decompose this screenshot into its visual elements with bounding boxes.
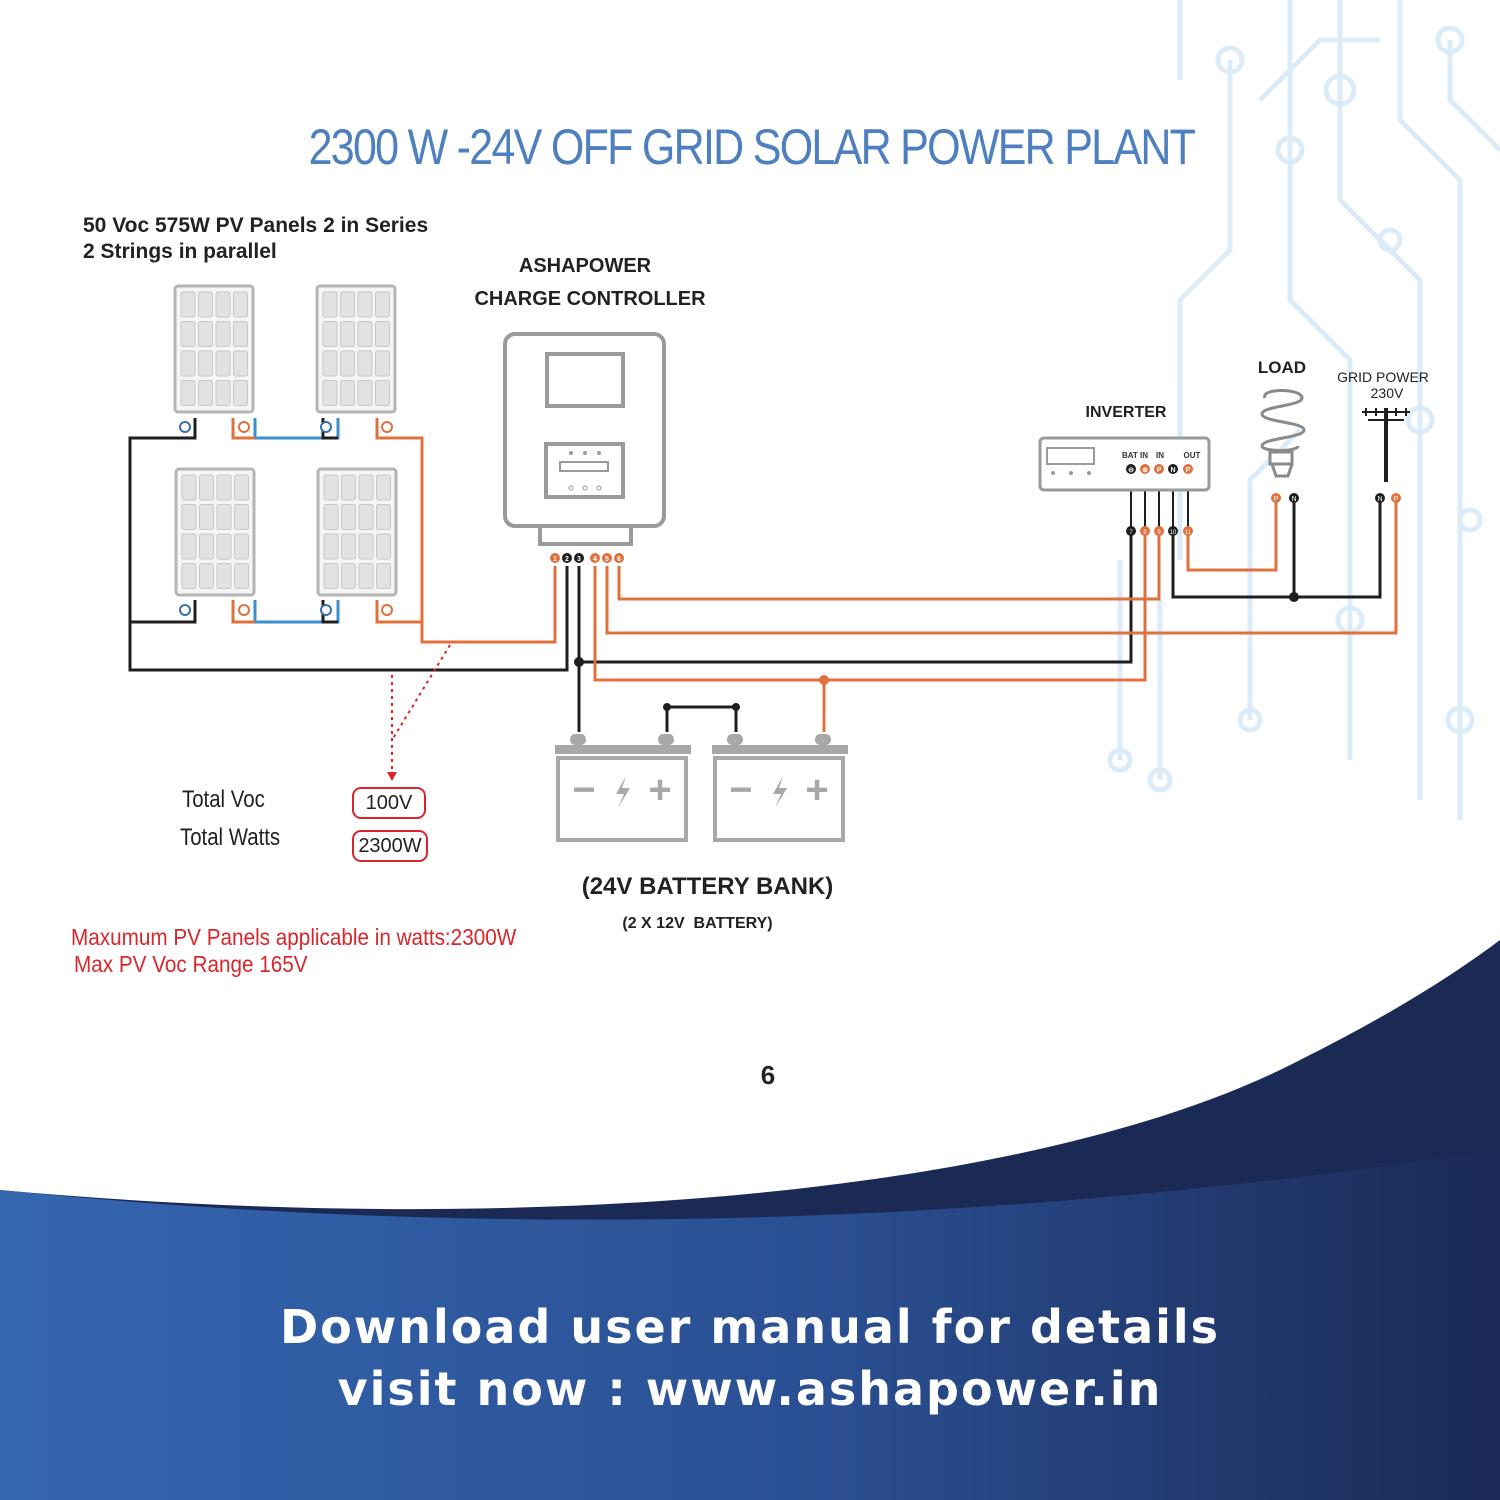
inverter-port-bat-in: BAT IN	[1122, 451, 1148, 460]
battery-icon: −+	[712, 734, 848, 842]
inverter-lower-terminal-label: 7	[1129, 530, 1133, 536]
solar-panel-icon	[173, 284, 255, 414]
inverter-terminal-dot	[1168, 464, 1178, 474]
controller-terminals: 1 2 3 4 5 6	[550, 553, 624, 563]
page-title: 2300 W -24V OFF GRID SOLAR POWER PLANT	[308, 119, 1196, 175]
controller-terminal-dot	[614, 553, 624, 563]
total-watts-label: Total Watts	[180, 824, 281, 851]
inverter-label: INVERTER	[1085, 404, 1167, 421]
inverter-port-in: IN	[1156, 451, 1164, 460]
battery-minus-symbol: −	[729, 768, 752, 812]
battery-bank: −+−+	[555, 734, 848, 842]
controller-terminal-label: 2	[565, 556, 569, 563]
battery-icon: −+	[555, 734, 691, 842]
controller-brand: ASHAPOWER	[518, 255, 652, 277]
controller-terminal-dot	[562, 553, 572, 563]
inverter-lower-terminal-label: 9	[1157, 530, 1161, 536]
controller-terminal-dot	[602, 553, 612, 563]
inverter-lower-terminal-label: 8	[1143, 530, 1147, 536]
battery-sub-label: (2 X 12V BATTERY)	[622, 915, 773, 932]
battery-plus-symbol: +	[648, 768, 671, 812]
inverter-terminal-dot	[1140, 464, 1150, 474]
controller-terminal-dot	[590, 553, 600, 563]
inverter-lower-terminal-dot	[1126, 526, 1136, 536]
controller-terminal-label: 1	[553, 556, 557, 563]
lightning-icon	[616, 776, 630, 808]
controller-terminal-dot	[574, 553, 584, 563]
solar-panel-icon	[315, 284, 397, 414]
controller-terminal-dot	[550, 553, 560, 563]
grid-terminals: N P	[1375, 493, 1401, 503]
charge-controller	[503, 332, 666, 546]
inverter-terminal-dot	[1126, 464, 1136, 474]
footer-download-text: Download user manual for details	[279, 1300, 1221, 1354]
inverter-terminal-label: ⊕	[1142, 467, 1148, 474]
bulb-icon	[1260, 389, 1306, 478]
system-wiring	[577, 468, 1398, 732]
panel-terminals	[179, 421, 393, 616]
inverter-lower-terminal-label: 10	[1170, 530, 1177, 536]
lightning-icon	[773, 776, 787, 808]
inverter-terminal-label: N	[1170, 467, 1175, 474]
power-pole-icon	[1362, 408, 1410, 482]
footer-wave-blue	[0, 1150, 1500, 1500]
load-label: LOAD	[1257, 358, 1307, 377]
panel-wiring	[128, 418, 569, 672]
totals-pointer	[391, 644, 451, 772]
controller-terminal-label: 5	[605, 556, 609, 563]
grid-terminal-p: P	[1394, 496, 1399, 503]
grid-voltage: 230V	[1370, 385, 1404, 401]
panel-spec-line2: 2 Strings in parallel	[83, 240, 277, 263]
inverter-terminals: ⊖ ⊕ P N P 7 8 9 10 11	[1126, 464, 1193, 536]
total-voc-value: 100V	[352, 787, 426, 819]
inverter-lower-terminal-dot	[1154, 526, 1164, 536]
solar-panel-icon	[174, 467, 256, 597]
load-terminals: P N	[1271, 493, 1299, 503]
load-terminal-n: N	[1291, 496, 1296, 503]
inverter-lower-terminal-dot	[1168, 526, 1178, 536]
wire-junctions	[574, 592, 1299, 711]
circuit-background	[1107, 0, 1500, 820]
battery-plus-symbol: +	[805, 768, 828, 812]
battery-bank-label: (24V BATTERY BANK)	[581, 873, 834, 900]
grid-terminal-n: N	[1377, 496, 1382, 503]
inverter-lower-terminal-dot	[1140, 526, 1150, 536]
inverter-lower-terminal-dot	[1183, 526, 1193, 536]
note-max-watts: Maxumum PV Panels applicable in watts:23…	[71, 924, 517, 950]
page-number: 6	[760, 1060, 776, 1090]
total-watts-value: 2300W	[352, 830, 428, 862]
footer-website-link[interactable]: visit now : www.ashapower.in	[337, 1362, 1163, 1416]
controller-terminal-label: 4	[593, 556, 597, 563]
solar-panel-icon	[316, 467, 398, 597]
inverter-unit	[1038, 436, 1211, 492]
controller-name: CHARGE CONTROLLER	[474, 288, 706, 310]
note-max-voc: Max PV Voc Range 165V	[74, 951, 308, 977]
battery-minus-symbol: −	[572, 768, 595, 812]
inverter-terminal-label: ⊖	[1128, 467, 1134, 474]
inverter-terminal-dot	[1183, 464, 1193, 474]
inverter-terminal-label: P	[1157, 467, 1162, 474]
grid-label: GRID POWER	[1337, 369, 1429, 385]
load-terminal-p: P	[1274, 496, 1279, 503]
panel-spec-line1: 50 Voc 575W PV Panels 2 in Series	[83, 214, 429, 237]
pointer-arrowhead	[387, 772, 397, 781]
inverter-port-out: OUT	[1184, 451, 1201, 460]
total-voc-label: Total Voc	[182, 786, 265, 813]
controller-terminal-label: 3	[577, 556, 581, 563]
inverter-lower-terminal-label: 11	[1185, 530, 1192, 536]
inverter-terminal-label: P	[1186, 467, 1191, 474]
inverter-terminal-dot	[1154, 464, 1164, 474]
controller-terminal-label: 6	[617, 556, 621, 563]
pv-panel-array	[173, 284, 398, 597]
